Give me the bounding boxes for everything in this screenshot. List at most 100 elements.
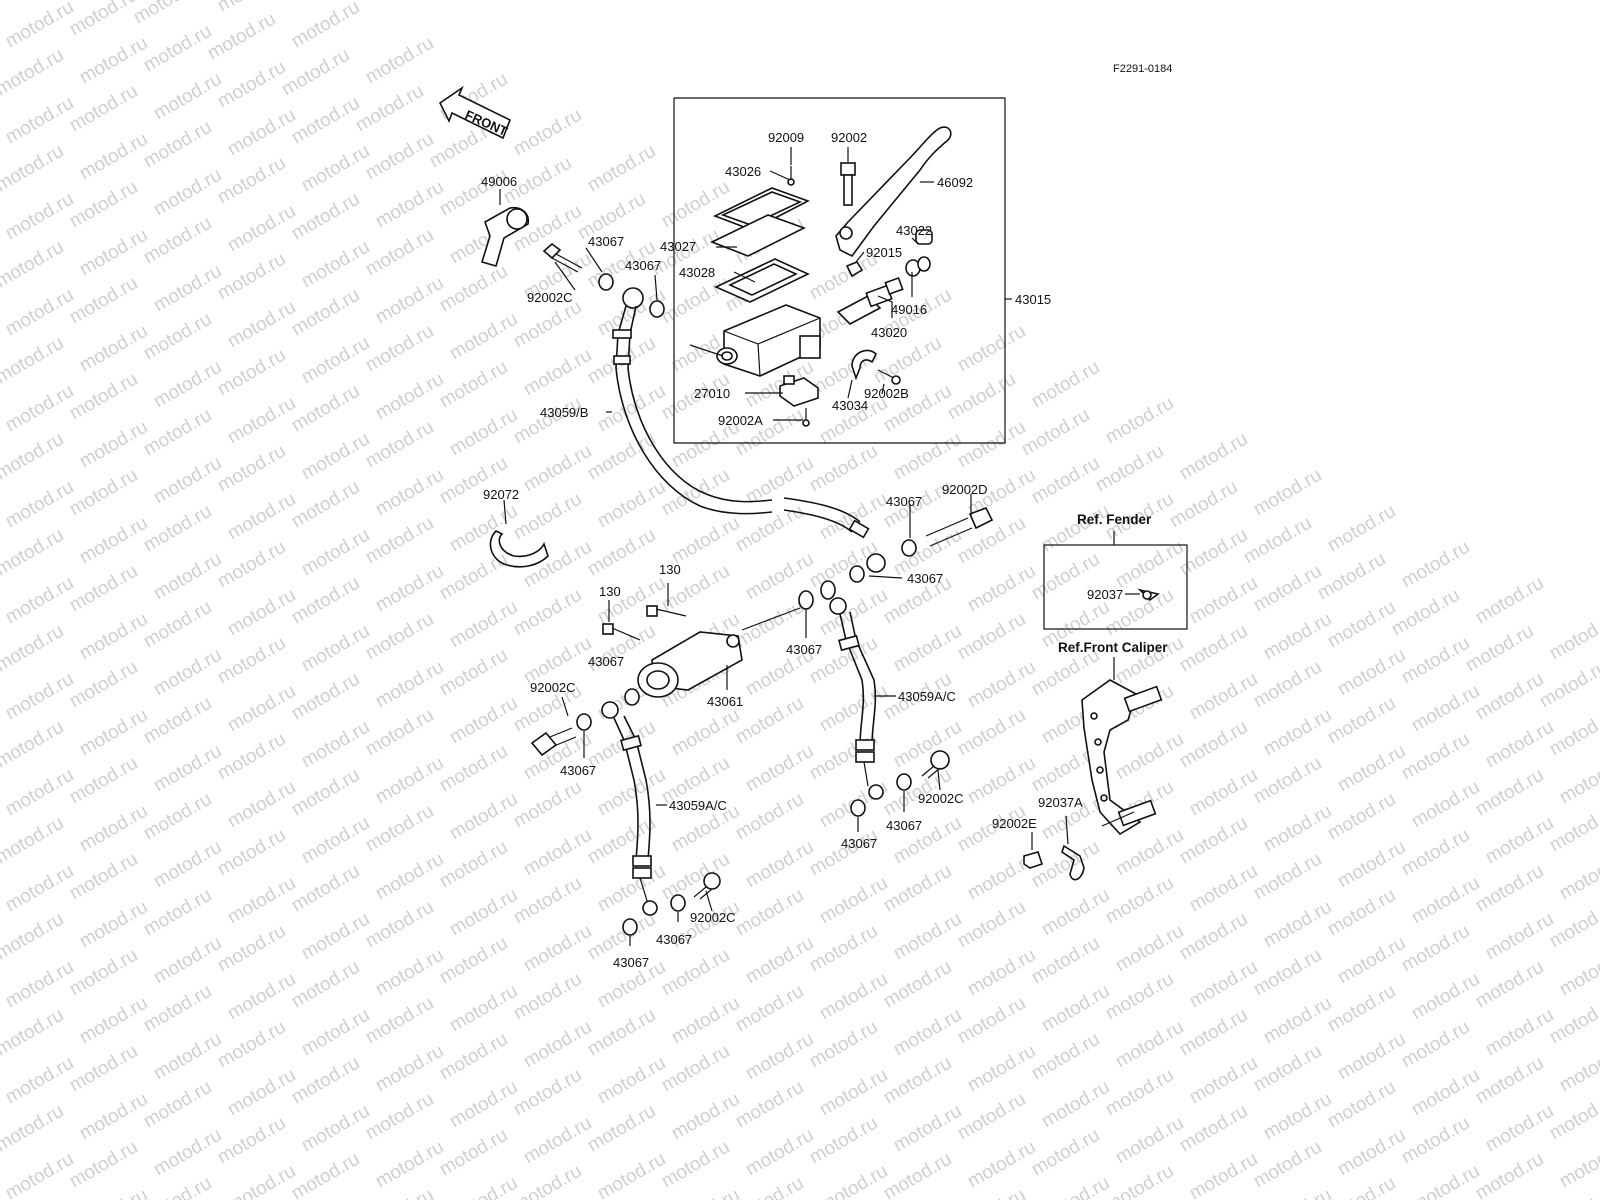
watermark-text: motod.ru xyxy=(1324,1173,1399,1200)
watermark-text: motod.ru xyxy=(214,1017,289,1073)
watermark-text: motod.ru xyxy=(1028,1125,1103,1181)
watermark-text: motod.ru xyxy=(224,105,299,161)
watermark-text: motod.ru xyxy=(446,309,521,365)
watermark-text: motod.ru xyxy=(288,573,363,629)
watermark-text: motod.ru xyxy=(436,1125,511,1181)
watermark-text: motod.ru xyxy=(1334,837,1409,893)
watermark-text: motod.ru xyxy=(1038,1173,1113,1200)
watermark-text: motod.ru xyxy=(1112,1113,1187,1169)
watermark-text: motod.ru xyxy=(584,525,659,581)
watermark-text: motod.ru xyxy=(1324,885,1399,941)
brake-joint-part xyxy=(637,631,743,698)
watermark-text: motod.ru xyxy=(288,1149,363,1200)
watermark-text: motod.ru xyxy=(1018,405,1093,461)
watermark-text: motod.ru xyxy=(964,561,1039,617)
watermark-text: motod.ru xyxy=(1482,1005,1557,1061)
watermark-text: motod.ru xyxy=(150,1125,225,1181)
watermark-text: motod.ru xyxy=(362,33,437,89)
watermark-text: motod.ru xyxy=(372,753,447,809)
watermark-text: motod.ru xyxy=(1556,945,1600,1001)
watermark-text: motod.ru xyxy=(0,333,67,389)
watermark-text: motod.ru xyxy=(890,717,965,773)
washer-part-8 xyxy=(622,918,638,936)
watermark-text: motod.ru xyxy=(1186,957,1261,1013)
callout-43067-h: 43067 xyxy=(886,818,922,833)
watermark-text: motod.ru xyxy=(372,177,447,233)
watermark-text: motod.ru xyxy=(954,609,1029,665)
fender-ref-label: Ref. Fender xyxy=(1077,512,1152,527)
watermark-text: motod.ru xyxy=(76,705,151,761)
watermark-text: motod.ru xyxy=(140,789,215,845)
watermark-text: motod.ru xyxy=(890,429,965,485)
watermark-text: motod.ru xyxy=(372,1137,447,1193)
watermark-text: motod.ru xyxy=(1102,873,1177,929)
watermark-text: motod.ru xyxy=(130,0,205,28)
watermark-text: motod.ru xyxy=(150,357,225,413)
watermark-text: motod.ru xyxy=(1028,933,1103,989)
watermark-text: motod.ru xyxy=(372,945,447,1001)
watermark-text: motod.ru xyxy=(1038,981,1113,1037)
watermark-text: motod.ru xyxy=(594,573,669,629)
watermark-text: motod.ru xyxy=(66,369,141,425)
watermark-text: motod.ru xyxy=(510,873,585,929)
watermark-text: motod.ru xyxy=(214,825,289,881)
watermark-text: motod.ru xyxy=(224,681,299,737)
watermark-text: motod.ru xyxy=(658,1041,733,1097)
watermark-text: motod.ru xyxy=(1186,861,1261,917)
watermark-text: motod.ru xyxy=(880,861,955,917)
callout-43022: 43022 xyxy=(896,223,932,238)
watermark-text: motod.ru xyxy=(1482,1101,1557,1157)
callout-46092: 46092 xyxy=(937,175,973,190)
watermark-text: motod.ru xyxy=(1186,1053,1261,1109)
callout-92002A: 92002A xyxy=(718,413,763,428)
watermark-text: motod.ru xyxy=(150,165,225,221)
watermark-text: motod.ru xyxy=(2,1053,77,1109)
watermark-text: motod.ru xyxy=(298,141,373,197)
watermark-text: motod.ru xyxy=(954,417,1029,473)
watermark-text: motod.ru xyxy=(140,1077,215,1133)
callout-43067-j: 43067 xyxy=(656,932,692,947)
watermark-text: motod.ru xyxy=(2,0,77,52)
brake-hose-lower-left xyxy=(601,701,658,916)
clamp-part xyxy=(851,349,877,381)
bolt-130-a xyxy=(646,605,687,617)
washer-part-3 xyxy=(849,565,865,583)
watermark-text: motod.ru xyxy=(1408,681,1483,737)
watermark-text: motod.ru xyxy=(1556,1041,1600,1097)
watermark-text: motod.ru xyxy=(66,273,141,329)
diaphragm-part xyxy=(714,258,810,303)
watermark-text: motod.ru xyxy=(1112,1017,1187,1073)
watermark-text: motod.ru xyxy=(816,681,891,737)
watermark-text: motod.ru xyxy=(0,237,67,293)
watermark-text: motod.ru xyxy=(288,861,363,917)
watermark-text: motod.ru xyxy=(1324,501,1399,557)
watermark-text: motod.ru xyxy=(954,321,1029,377)
watermark-text: motod.ru xyxy=(224,393,299,449)
lock-nut-part xyxy=(845,261,864,278)
washer-part-4 xyxy=(624,688,640,706)
watermark-text: motod.ru xyxy=(1250,1137,1325,1193)
watermark-text: motod.ru xyxy=(140,885,215,941)
watermark-text: motod.ru xyxy=(76,1185,151,1200)
watermark-text: motod.ru xyxy=(1260,993,1335,1049)
watermark-text: motod.ru xyxy=(668,993,743,1049)
callout-49016: 49016 xyxy=(891,302,927,317)
watermark-text: motod.ru xyxy=(1398,537,1473,593)
watermark-text: motod.ru xyxy=(1102,1161,1177,1200)
watermark-text: motod.ru xyxy=(1176,1101,1251,1157)
watermark-text: motod.ru xyxy=(890,909,965,965)
watermark-text: motod.ru xyxy=(0,909,67,965)
callout-43059B: 43059/B xyxy=(540,405,588,420)
brake-hose-lower-right xyxy=(829,597,884,800)
watermark-text: motod.ru xyxy=(150,1029,225,1085)
watermark-text: motod.ru xyxy=(520,441,595,497)
watermark-text: motod.ru xyxy=(732,693,807,749)
watermark-text: motod.ru xyxy=(1334,645,1409,701)
callout-43067-a: 43067 xyxy=(588,234,624,249)
callout-92002C-d: 92002C xyxy=(690,910,736,925)
watermark-text: motod.ru xyxy=(76,129,151,185)
watermark-text: motod.ru xyxy=(2,573,77,629)
watermark-text: motod.ru xyxy=(2,477,77,533)
callout-92002D: 92002D xyxy=(942,482,988,497)
